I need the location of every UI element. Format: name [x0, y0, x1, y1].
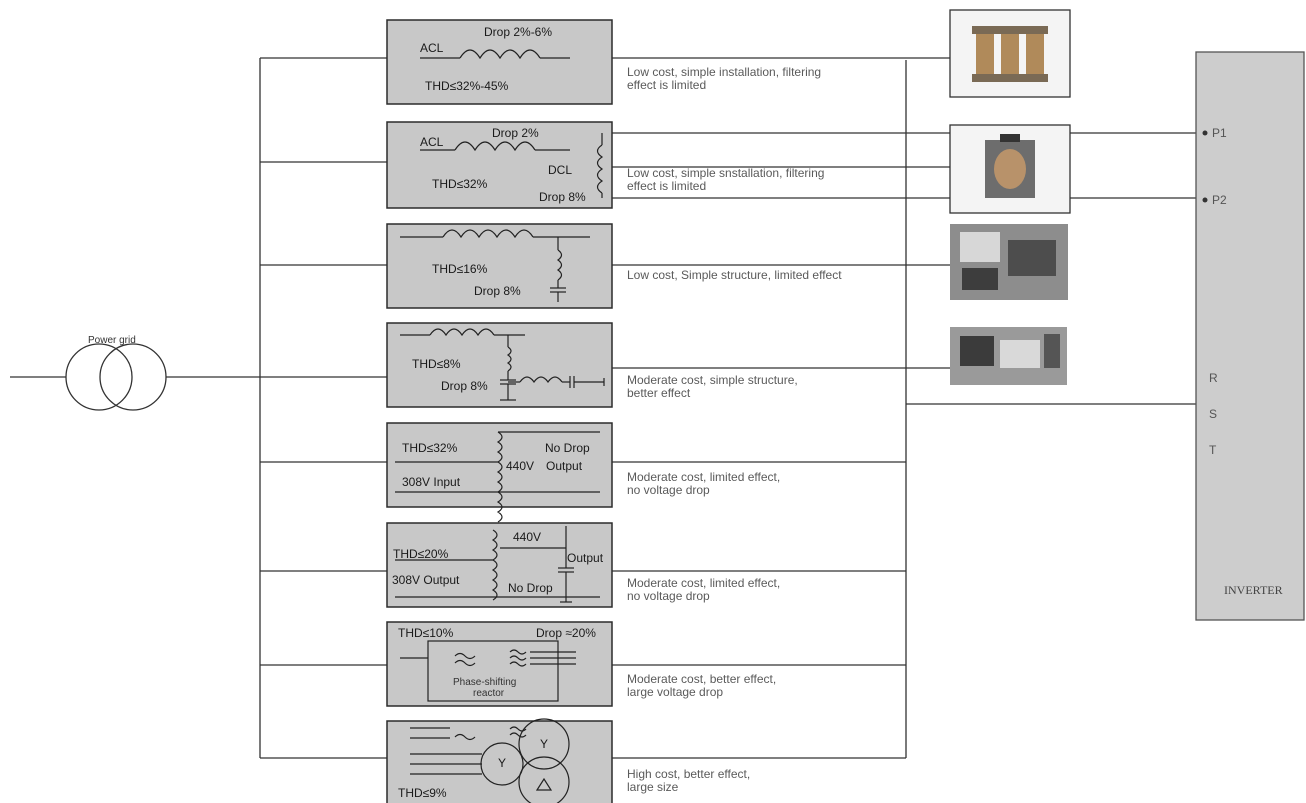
box4-drop-label: Drop 8% [441, 379, 488, 393]
box2-drop2-label: Drop 8% [539, 190, 586, 204]
acl2-inductor-icon [454, 141, 536, 152]
box5-output-label: Output [546, 459, 583, 473]
inverter-block [1195, 51, 1305, 621]
mp-tilde-icon-1 [509, 726, 527, 732]
ps-tilde-icon-1 [509, 649, 527, 655]
box7-drop-label: Drop ≈20% [536, 626, 596, 640]
inverter-label: INVERTER [1224, 583, 1283, 597]
box6-nodrop-label: No Drop [508, 581, 553, 595]
ps-tilde-icon-2 [509, 655, 527, 661]
at2-winding-icon-1 [491, 529, 498, 601]
box7-reactor-label-line1: Phase-shifting [453, 677, 517, 688]
terminal-r-label: R [1209, 371, 1218, 385]
three-phase-reactor-photo [949, 9, 1071, 98]
box7-description-line2: large voltage drop [627, 685, 724, 699]
terminal-p2-label: P2 [1212, 193, 1227, 207]
box2-dcl-label: DCL [548, 163, 573, 177]
pf-inductor-icon [442, 229, 534, 239]
ps-tilde-icon-3 [509, 661, 527, 667]
box6-description-line2: no voltage drop [627, 589, 710, 603]
box4-description-line1: Moderate cost, simple structure, [627, 373, 798, 387]
box6-output-label: Output [567, 551, 604, 565]
box7-reactor-label-line2: reactor [473, 688, 505, 699]
lc-filter-photo [950, 327, 1067, 385]
box6-thd-label: THD≤20% [393, 547, 449, 561]
ps-sine-icon-1 [454, 652, 476, 660]
terminal-p1-dot [1202, 130, 1208, 136]
box8-wye-symbol: Y [498, 756, 507, 770]
box8-description-line2: large size [627, 780, 679, 794]
mp-wye-winding-icon [480, 742, 524, 786]
power-grid-label: Power grid [88, 335, 136, 346]
box5-input-label: 308V Input [402, 475, 461, 489]
box5-description-line2: no voltage drop [627, 483, 710, 497]
ps-sine-icon-2 [454, 659, 476, 667]
mp-tilde-icon-2 [509, 732, 527, 738]
box5-description-line1: Moderate cost, limited effect, [627, 470, 781, 484]
mp-wye-secondary-icon [518, 718, 570, 770]
box2-description-line2: effect is limited [627, 179, 707, 193]
lc-inductor-icon [429, 328, 495, 337]
box1-drop-label: Drop 2%-6% [484, 25, 553, 39]
box8-wye-secondary-symbol: Y [540, 737, 549, 751]
box8-description-line1: High cost, better effect, [627, 767, 751, 781]
passive-filter-photo [950, 224, 1068, 300]
box5-440v-label: 440V [506, 459, 535, 473]
box8-thd-label: THD≤9% [398, 786, 447, 800]
terminal-p1-label: P1 [1212, 126, 1227, 140]
box2-thd-label: THD≤32% [432, 177, 488, 191]
terminal-p2-dot [1202, 197, 1208, 203]
filter-box-lc [386, 322, 613, 408]
filter-box-acl [386, 19, 613, 105]
box4-description-line2: better effect [627, 386, 691, 400]
terminal-t-label: T [1209, 443, 1217, 457]
box6-308v-output-label: 308V Output [392, 573, 460, 587]
at1-winding-icon [496, 431, 503, 523]
box2-acl-label: ACL [420, 135, 444, 149]
box3-description-line1: Low cost, Simple structure, limited effe… [627, 268, 842, 282]
box2-drop-label: Drop 2% [492, 126, 539, 140]
filter-box-multipulse [386, 720, 613, 803]
box7-thd-label: THD≤10% [398, 626, 454, 640]
box1-acl-label: ACL [420, 41, 444, 55]
box6-440v-label: 440V [513, 530, 542, 544]
box1-description-line1: Low cost, simple installation, filtering [627, 65, 822, 79]
pf-shunt-inductor-icon [556, 249, 563, 281]
mp-delta-symbol-icon [535, 777, 553, 791]
box2-description-line1: Low cost, simple snstallation, filtering [627, 166, 825, 180]
box5-nodrop-label: No Drop [545, 441, 590, 455]
box3-drop-label: Drop 8% [474, 284, 521, 298]
phase-shifting-reactor-frame [427, 640, 559, 702]
filter-box-acl-dcl [386, 121, 613, 209]
acl-inductor-icon [459, 49, 541, 60]
box5-thd-label: THD≤32% [402, 441, 458, 455]
filter-box-passive [386, 223, 613, 309]
lc-shunt-inductor-icon [506, 346, 512, 372]
lc-branch-inductor-icon [519, 376, 563, 384]
grid-transformer-coil-2 [99, 343, 167, 411]
grid-transformer-coil-1 [65, 343, 133, 411]
mp-sine-icon [454, 733, 476, 741]
box1-description-line2: effect is limited [627, 78, 707, 92]
filter-box-autotransformer-output [386, 522, 613, 608]
box7-description-line1: Moderate cost, better effect, [627, 672, 777, 686]
mp-delta-secondary-icon [518, 756, 570, 803]
box3-thd-label: THD≤16% [432, 262, 488, 276]
box1-thd-label: THD≤32%-45% [425, 79, 509, 93]
dc-reactor-photo [949, 124, 1071, 214]
dcl-inductor-icon [596, 144, 604, 194]
box6-description-line1: Moderate cost, limited effect, [627, 576, 781, 590]
box4-thd-label: THD≤8% [412, 357, 461, 371]
terminal-s-label: S [1209, 407, 1218, 421]
